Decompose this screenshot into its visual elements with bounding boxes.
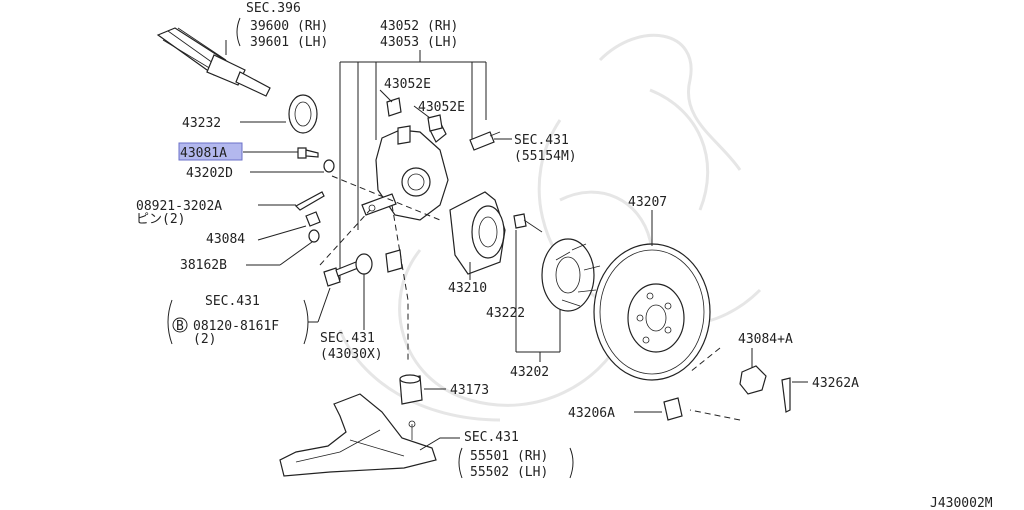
label-43052[interactable]: 43052 (RH)	[380, 19, 458, 34]
label-43053[interactable]: 43053 (LH)	[380, 35, 458, 50]
bushing-lower	[385, 249, 403, 273]
label-sec431-b[interactable]: SEC.431	[205, 294, 260, 309]
bracket-sec396	[236, 17, 241, 47]
hub-illustration	[541, 238, 601, 312]
label-qty2[interactable]: (2)	[193, 332, 216, 347]
label-38162b[interactable]: 38162B	[180, 258, 227, 273]
label-43052e-a[interactable]: 43052E	[384, 77, 431, 92]
seal-illustration	[288, 94, 318, 134]
label-55501[interactable]: 55501 (RH)	[470, 449, 548, 464]
knuckle-illustration	[361, 121, 449, 221]
badge-circle	[172, 317, 188, 333]
label-08120[interactable]: 08120-8161F	[193, 319, 279, 334]
label-55154m[interactable]: (55154M)	[514, 149, 577, 164]
leader-43052e-b	[413, 105, 431, 119]
diagram-id: J430002M	[930, 496, 993, 510]
label-39601[interactable]: 39601 (LH)	[250, 35, 328, 50]
lower-arm-illustration	[279, 393, 437, 477]
label-43232[interactable]: 43232	[182, 116, 221, 131]
sensor-illustration	[469, 131, 501, 151]
label-sec431-c[interactable]: SEC.431	[320, 331, 375, 346]
washer-38162b	[308, 229, 320, 243]
drive-shaft-illustration	[156, 27, 271, 97]
label-43081a[interactable]: 43081A	[180, 146, 227, 161]
label-43202[interactable]: 43202	[510, 365, 549, 380]
label-sec431-a[interactable]: SEC.431	[514, 133, 569, 148]
leader-38162b-d	[279, 241, 313, 266]
label-43222[interactable]: 43222	[486, 306, 525, 321]
leader-43084	[257, 225, 307, 241]
nut-43084	[305, 211, 321, 227]
dash-axis-5	[689, 409, 741, 421]
watermark-emblem	[338, 33, 762, 422]
washer-43202d	[323, 159, 335, 173]
leader-08120-d	[317, 287, 331, 323]
label-43207[interactable]: 43207	[628, 195, 667, 210]
bolt-43081a-illustration	[297, 147, 319, 159]
dash-axis-3	[319, 209, 371, 266]
bracket-sec431-d	[458, 447, 463, 479]
label-43052e-b[interactable]: 43052E	[418, 100, 465, 115]
label-sec431-d[interactable]: SEC.431	[464, 430, 519, 445]
rotor-illustration	[593, 243, 711, 381]
bolt-43222-illustration	[513, 213, 527, 229]
label-43206a[interactable]: 43206A	[568, 406, 615, 421]
label-43202d[interactable]: 43202D	[186, 166, 233, 181]
label-43084a[interactable]: 43084+A	[738, 332, 793, 347]
cap-43206a	[663, 397, 683, 421]
label-43030x[interactable]: (43030X)	[320, 347, 383, 362]
label-43173[interactable]: 43173	[450, 383, 489, 398]
leader-43052e-a	[379, 89, 393, 103]
bracket-sec431-b-left	[167, 299, 173, 345]
bracket-sec431-d-right	[569, 447, 574, 479]
bolt-08120-illustration	[323, 261, 359, 287]
label-pin[interactable]: ピン(2)	[136, 212, 185, 227]
dash-axis-2	[391, 204, 409, 360]
bushing-43173-illustration	[399, 374, 423, 405]
label-39600[interactable]: 39600 (RH)	[250, 19, 328, 34]
nut-43084a	[739, 365, 767, 395]
cotter-pin-illustration	[295, 191, 325, 211]
label-bolt-badge[interactable]: B	[176, 319, 184, 334]
bracket-sec431-b-right	[303, 299, 309, 345]
label-43084[interactable]: 43084	[206, 232, 245, 247]
bushing-43052e-a	[386, 97, 402, 117]
label-43262a[interactable]: 43262A	[812, 376, 859, 391]
bolt-43222-shank	[523, 219, 543, 233]
label-08921[interactable]: 08921-3202A	[136, 199, 222, 214]
label-sec396[interactable]: SEC.396	[246, 1, 301, 16]
pin-43262a	[781, 377, 791, 413]
hub-bearing-illustration	[449, 191, 506, 275]
dash-axis-4	[689, 347, 721, 373]
highlight-43081a	[178, 142, 243, 161]
label-55502[interactable]: 55502 (LH)	[470, 465, 548, 480]
label-43210[interactable]: 43210	[448, 281, 487, 296]
leader-sec431-d	[419, 437, 460, 451]
bushing-43030x	[355, 253, 373, 275]
bushing-43052e-b	[427, 114, 443, 132]
